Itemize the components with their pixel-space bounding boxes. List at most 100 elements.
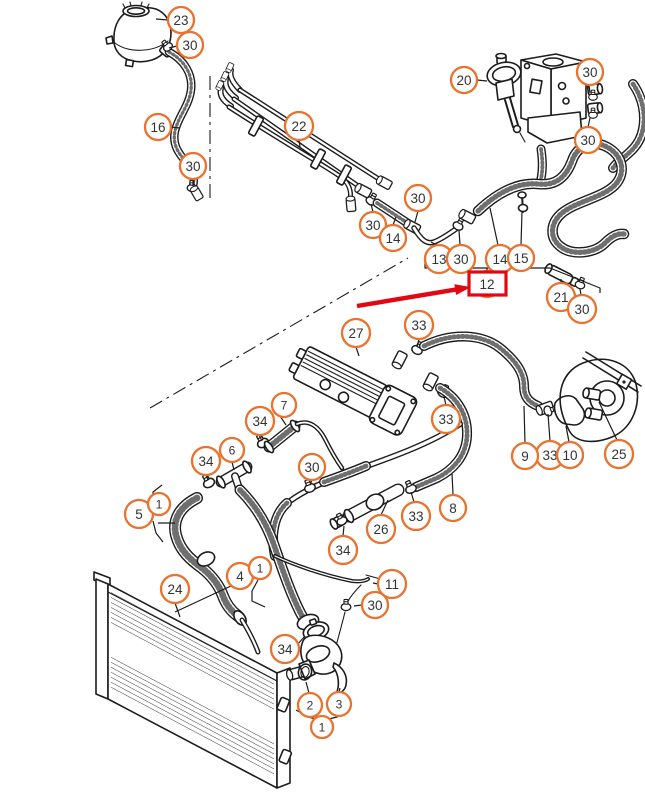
callout-leader-30: [414, 210, 419, 223]
svg-text:34: 34: [252, 414, 268, 429]
callout-3: 3: [325, 690, 353, 718]
highlighted-callout-12: 12: [356, 269, 508, 309]
callout-33: 33: [534, 439, 566, 471]
callout-11: 11: [376, 568, 408, 600]
svg-text:30: 30: [367, 598, 382, 613]
connection-flange-drawing: [559, 351, 642, 443]
callout-1: 1: [247, 555, 273, 581]
callout-leader-9: [523, 405, 526, 444]
svg-text:30: 30: [453, 252, 468, 267]
callout-20: 20: [449, 65, 479, 95]
drop-hose-drawing: [234, 484, 385, 657]
callout-24: 24: [159, 573, 191, 605]
svg-text:12: 12: [479, 277, 494, 292]
highlight-arrow-shaft: [356, 287, 458, 309]
callout-leader-16: [170, 126, 181, 129]
tee-connector-drawing: [198, 419, 345, 495]
svg-text:14: 14: [492, 252, 508, 267]
o-ring-drawing: [297, 663, 313, 681]
group-bracket: [152, 520, 164, 543]
callout-33: 33: [400, 500, 432, 532]
callout-34: 34: [327, 534, 359, 566]
svg-text:20: 20: [456, 73, 471, 88]
svg-text:27: 27: [348, 326, 363, 341]
callout-leader-8: [451, 473, 454, 495]
valve-actuator-drawing: [486, 52, 526, 143]
water-tube-drawing: [329, 483, 405, 530]
callout-30: 30: [175, 30, 205, 60]
callout-30: 30: [360, 590, 390, 620]
svg-text:16: 16: [150, 120, 165, 135]
callout-8: 8: [438, 493, 468, 523]
callout-leader-26: [380, 499, 389, 516]
callout-34: 34: [244, 405, 276, 437]
illustration: [93, 1, 645, 789]
callout-30: 30: [178, 151, 208, 181]
callout-30: 30: [445, 243, 477, 275]
upper-hose-drawing: [472, 79, 645, 258]
callout-leader-30: [587, 117, 591, 128]
callout-33: 33: [403, 309, 435, 341]
svg-text:30: 30: [365, 218, 380, 233]
callout-25: 25: [603, 438, 635, 470]
callout-leader-27: [355, 346, 360, 357]
callout-14: 14: [378, 223, 408, 253]
svg-text:1: 1: [319, 721, 326, 735]
svg-text:34: 34: [198, 454, 214, 469]
elbow-drawing: [553, 394, 586, 426]
callout-leader-34: [342, 525, 345, 537]
oil-cooler-drawing: [288, 339, 453, 436]
callout-30: 30: [358, 210, 388, 240]
callout-leader-30: [458, 229, 461, 246]
callout-leader-23: [155, 18, 169, 21]
callout-16: 16: [143, 112, 173, 142]
callout-leader-22: [298, 139, 301, 148]
coolant-pipe-drawing: [268, 421, 463, 561]
callout-2: 2: [296, 691, 324, 719]
callout-leader-4: [174, 584, 234, 613]
callout-15: 15: [506, 243, 536, 273]
callout-30: 30: [566, 293, 598, 325]
svg-text:22: 22: [291, 119, 306, 134]
svg-text:10: 10: [562, 448, 577, 463]
callout-leader-10: [565, 425, 570, 443]
svg-text:6: 6: [229, 444, 236, 458]
svg-text:25: 25: [611, 447, 626, 462]
radiator-drawing: [93, 571, 307, 789]
callout-1: 1: [309, 714, 335, 740]
svg-text:33: 33: [408, 509, 423, 524]
divider-lines: [149, 76, 409, 409]
thermostat-outlet-drawing: [297, 618, 348, 695]
callout-leader-2: [305, 681, 310, 694]
svg-text:30: 30: [182, 38, 197, 53]
callout-30: 30: [297, 452, 327, 482]
callout-leader-33: [410, 491, 415, 503]
callout-leader-30: [168, 45, 178, 49]
callout-leader-30: [353, 604, 363, 607]
svg-text:15: 15: [513, 251, 528, 266]
callout-26: 26: [365, 513, 397, 545]
cooler-feed-hose-drawing: [419, 331, 642, 443]
callout-30: 30: [575, 57, 605, 87]
svg-text:9: 9: [521, 449, 529, 464]
callout-leader-33: [547, 413, 551, 442]
svg-text:30: 30: [304, 460, 319, 475]
callout-10: 10: [555, 440, 585, 470]
svg-text:14: 14: [385, 231, 401, 246]
svg-text:5: 5: [135, 507, 143, 522]
callout-30: 30: [573, 125, 603, 155]
svg-text:8: 8: [449, 501, 457, 516]
svg-text:30: 30: [410, 191, 425, 206]
divider-line: [149, 257, 409, 409]
highlight-box: [467, 270, 508, 297]
pipe-bundle-drawing: [214, 61, 394, 213]
svg-text:23: 23: [173, 13, 188, 28]
svg-text:13: 13: [431, 252, 446, 267]
callout-leader-30: [370, 203, 374, 213]
svg-text:30: 30: [185, 159, 200, 174]
svg-text:33: 33: [411, 318, 426, 333]
callout-34: 34: [269, 633, 301, 665]
